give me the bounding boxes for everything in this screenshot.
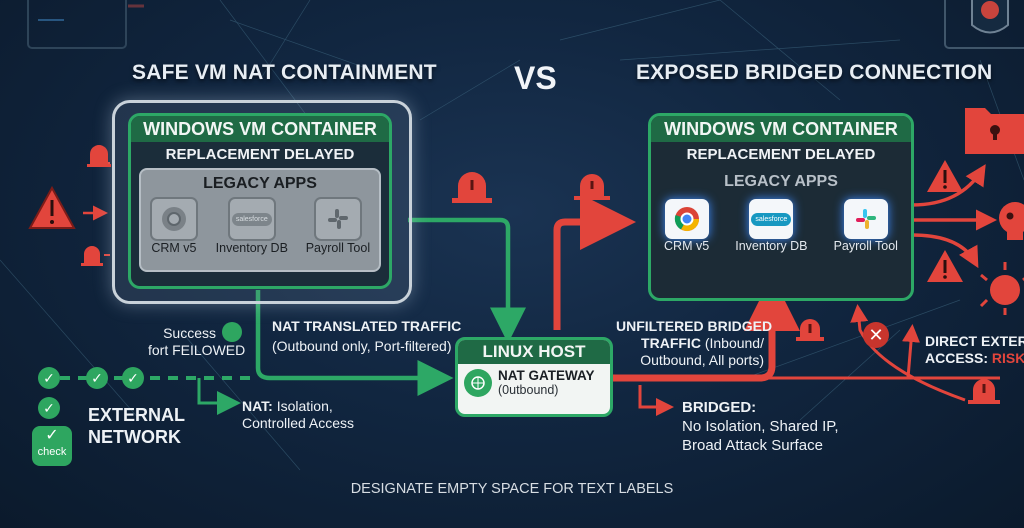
left-threat-icons (28, 145, 111, 266)
check-circle-icon: ✓ (38, 367, 60, 389)
middle-alarm-icons (452, 172, 610, 203)
right-vm-subtitle: REPLACEMENT DELAYED (686, 146, 876, 163)
left-vm-title: WINDOWS VM CONTAINER (131, 116, 389, 142)
alarm-icon (81, 246, 103, 266)
bug-icon (981, 1, 999, 19)
right-threat-icons (927, 108, 1024, 404)
slack-icon (313, 197, 362, 241)
versus-label: VS (514, 60, 557, 96)
left-app-inventory[interactable]: salesforce Inventory DB (216, 197, 288, 255)
external-network-label: EXTERNAL NETWORK (88, 405, 186, 447)
nat-outbound-arrow (408, 217, 526, 344)
check-circle-icon: ✓ (122, 367, 144, 389)
warning-icon (28, 185, 76, 229)
app-label: CRM v5 (664, 239, 710, 253)
nat-traffic-title: NAT TRANSLATED TRAFFIC (272, 318, 462, 334)
blocked-x-icon: ✕ (863, 322, 889, 348)
exfil-arrow-3 (911, 233, 979, 269)
gateway-globe-icon (464, 368, 492, 397)
right-apps-title: LEGACY APPS (724, 173, 838, 190)
chrome-icon (664, 199, 709, 239)
footer-caption: DESIGNATE EMPTY SPACE FOR TEXT LABELS (350, 481, 674, 497)
right-vm-container: WINDOWS VM CONTAINER REPLACEMENT DELAYED… (648, 113, 914, 301)
bridged-up-arrow (553, 194, 636, 330)
success-globe-icon (222, 322, 242, 342)
left-legacy-apps-box: LEGACY APPS CRM v5 salesforce Inventory … (139, 168, 381, 272)
success-label: Success fort FEILOWED (148, 325, 246, 358)
alarm-icon (452, 172, 492, 203)
warning-icon (927, 250, 963, 282)
nat-gateway-title: NAT GATEWAY (498, 368, 595, 383)
exfil-arrow-1 (911, 164, 986, 207)
app-label: Inventory DB (735, 239, 808, 253)
slack-icon (843, 199, 888, 239)
alarm-icon (968, 379, 1000, 404)
skull-icon (999, 202, 1024, 240)
direct-access-arrow (850, 304, 966, 402)
locked-folder-icon (965, 108, 1024, 154)
chrome-icon (149, 197, 198, 241)
alarm-icon (796, 319, 824, 341)
bridged-traffic-label: UNFILTERED BRIDGED TRAFFIC (Inbound/ Out… (616, 318, 773, 368)
alarm-icon (87, 145, 111, 167)
app-label: Inventory DB (215, 241, 288, 255)
left-section-title: SAFE VM NAT CONTAINMENT (132, 61, 437, 84)
nat-gateway-subtitle: (0utbound) (498, 383, 559, 397)
check-circle-icon: ✓ (86, 367, 108, 389)
salesforce-icon: salesforce (749, 199, 794, 239)
left-apps-title: LEGACY APPS (203, 175, 317, 192)
nat-isolation-label: NAT: Isolation, Controlled Access (242, 398, 355, 431)
nat-translated-arrow (255, 290, 454, 396)
warning-icon (927, 160, 963, 192)
right-app-inventory[interactable]: salesforce Inventory DB (735, 199, 808, 253)
right-section-title: EXPOSED BRIDGED CONNECTION (636, 61, 993, 84)
right-vm-title: WINDOWS VM CONTAINER (651, 116, 911, 142)
left-vm-subtitle: REPLACEMENT DELAYED (165, 146, 355, 163)
bridged-risk-label: BRIDGED: No Isolation, Shared IP, Broad … (682, 399, 839, 454)
linux-host-box: LINUX HOST NAT GATEWAY (0utbound) (455, 337, 613, 417)
app-label: Payroll Tool (305, 241, 371, 255)
check-badge: ✓ check (32, 426, 72, 466)
salesforce-icon: salesforce (227, 197, 276, 241)
check-icon: ✓ (45, 427, 59, 444)
bridged-label-arrow (638, 385, 674, 416)
left-app-payroll[interactable]: Payroll Tool (306, 197, 370, 255)
right-app-crm[interactable]: CRM v5 (664, 199, 709, 253)
left-vm-container: WINDOWS VM CONTAINER REPLACEMENT DELAYED… (128, 113, 392, 289)
linux-host-title: LINUX HOST (458, 340, 610, 364)
direct-access-label: DIRECT EXTER ACCESS: RISKY (925, 333, 1024, 366)
check-circle-icon: ✓ (38, 397, 60, 419)
app-label: Payroll Tool (833, 239, 898, 253)
virus-icon (979, 262, 1024, 315)
faded-dashboard-panel (27, 0, 127, 49)
nat-traffic-subtitle: (Outbound only, Port-filtered) (272, 338, 452, 354)
left-app-crm[interactable]: CRM v5 (149, 197, 198, 255)
app-label: CRM v5 (151, 241, 197, 255)
alarm-icon (574, 174, 610, 200)
right-app-payroll[interactable]: Payroll Tool (834, 199, 898, 253)
nat-isolation-arrow (197, 378, 241, 415)
